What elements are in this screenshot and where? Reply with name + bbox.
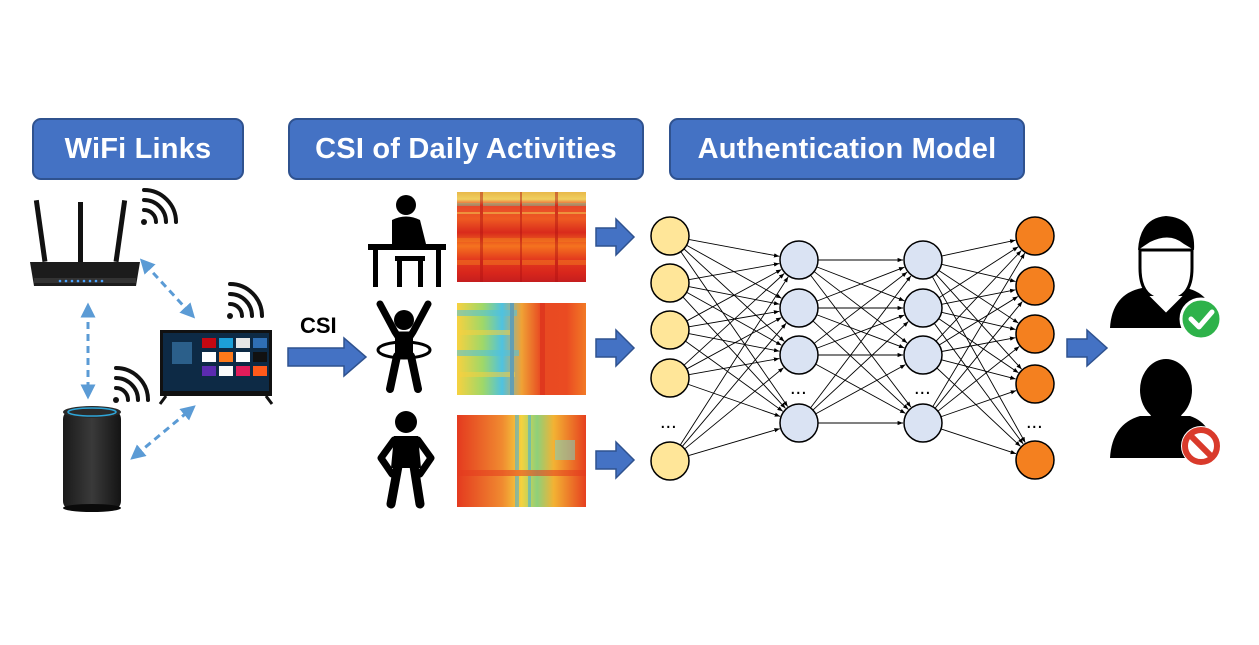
hidden-node [903,240,943,280]
network-edge [682,296,786,409]
person-hula-hoop-icon [376,300,432,393]
network-edge [688,239,780,258]
network-edge [813,271,908,344]
network-nodes [650,216,1055,481]
network-edge [688,262,780,281]
input-node [650,310,690,350]
output-node [1015,216,1055,256]
output-node [1015,440,1055,480]
network-edge [686,269,782,322]
input-node [650,263,690,303]
wifi-signal-icon [113,366,150,403]
network-edge [810,274,912,408]
network-edge [679,276,789,446]
network-edge [934,301,1023,409]
hidden-node [779,240,819,280]
output-arrow [1066,328,1109,368]
network-edge [688,428,780,457]
output-node [1015,266,1055,306]
csi-heatmap [457,415,586,507]
input-node [650,216,690,256]
network-edge [937,346,1020,412]
wifi-links-title: WiFi Links [32,118,244,180]
smart-speaker [63,406,121,512]
hidden-node [903,403,943,443]
hidden-node [903,288,943,328]
user-accepted-icon [1110,216,1223,341]
network-connections [679,239,1026,457]
input-node [650,358,690,398]
network-edge [933,323,1024,445]
network-edge [683,273,785,366]
network-edge [684,367,784,450]
network-edge [938,318,1019,374]
network-edge [941,359,1016,380]
network-edge [688,357,780,376]
hidden-node [903,335,943,375]
wifi-links [80,258,196,460]
network-edge [940,390,1017,418]
network-edge [931,276,1026,443]
csi-heatmap [457,192,586,282]
network-edge [815,364,906,415]
hidden-node [779,288,819,328]
csi-heatmap [457,303,586,395]
hidden1-ellipsis: ... [790,377,807,399]
wifi-signal-icon [227,282,264,319]
network-edge [940,428,1017,455]
network-edge [941,288,1016,305]
output-node [1015,364,1055,404]
network-edge [938,246,1019,299]
network-edge [941,239,1016,257]
wifi-signal-icon [141,188,178,225]
authentication-model-title: Authentication Model [669,118,1025,180]
input-ellipsis: ... [660,411,677,433]
network-edge [813,271,908,344]
network-edge [816,266,905,302]
csi-label: CSI [300,313,337,338]
network-edge [810,275,912,409]
heatmap-arrows [595,217,636,480]
network-edge [935,273,1022,370]
csi-activities-title: CSI of Daily Activities [288,118,644,180]
person-at-desk-icon [368,195,446,287]
network-edge [936,367,1021,447]
hidden-node [779,403,819,443]
wifi-router [30,199,140,286]
network-edge [816,314,905,349]
network-edge [688,333,780,353]
network-edge [932,252,1026,407]
network-edge [941,263,1016,283]
network-edge [938,296,1019,346]
person-standing-icon [377,411,435,509]
hidden2-ellipsis: ... [914,377,931,399]
smart-tv [158,330,274,405]
input-node [650,441,690,481]
network-edge [681,323,787,447]
csi-arrow [287,336,368,378]
network-edge [812,321,909,411]
output-node [1015,314,1055,354]
network-edge [935,250,1022,342]
output-ellipsis: ... [1026,411,1043,433]
network-edge [941,336,1016,352]
network-edge [812,320,909,410]
network-edge [686,317,782,370]
network-edge [687,383,781,417]
hidden-node [779,335,819,375]
network-edge [685,340,784,412]
user-rejected-icon [1110,359,1221,466]
